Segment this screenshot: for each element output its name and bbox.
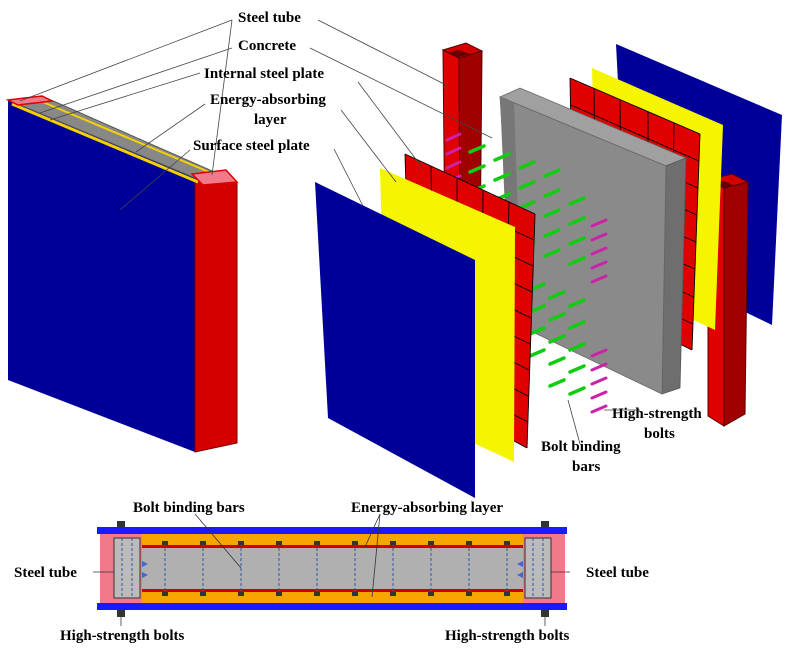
label-internal-steel-plate: Internal steel plate xyxy=(204,66,324,82)
section-leader-lines xyxy=(93,513,570,626)
section-bottom-surface-plate xyxy=(97,603,567,610)
label-energy-absorbing-2: layer xyxy=(254,112,287,128)
section-label-energy-absorbing-layer: Energy-absorbing layer xyxy=(351,500,503,516)
label-concrete: Concrete xyxy=(238,38,296,54)
cross-section xyxy=(97,521,567,617)
section-bolt-binding-bars xyxy=(121,538,544,598)
label-surface-steel-plate: Surface steel plate xyxy=(193,138,310,154)
section-high-strength-bolts xyxy=(117,521,549,617)
assembled-surface-plate xyxy=(8,100,195,452)
assembled-wall xyxy=(5,95,239,453)
assembled-steel-tube-side xyxy=(194,177,238,453)
section-label-bolts-right: High-strength bolts xyxy=(445,628,569,644)
assembled-top-tube-right xyxy=(190,169,239,186)
section-label-steel-tube-right: Steel tube xyxy=(586,565,649,581)
high-strength-bolts xyxy=(445,132,608,414)
section-label-bolt-binding-bars: Bolt binding bars xyxy=(133,500,245,516)
assembled-top-energy-layer xyxy=(11,102,199,184)
section-label-steel-tube-left: Steel tube xyxy=(14,565,77,581)
assembled-top-energy-layer-back xyxy=(37,99,229,181)
section-top-surface-plate xyxy=(97,527,567,534)
label-high-strength-2: bolts xyxy=(644,426,675,442)
label-bolt-binding-1: Bolt binding xyxy=(541,439,621,455)
front-surface-plate xyxy=(315,182,475,498)
label-steel-tube: Steel tube xyxy=(238,10,301,26)
leader-lines xyxy=(19,19,640,445)
label-bolt-binding-2: bars xyxy=(572,459,601,475)
section-label-bolts-left: High-strength bolts xyxy=(60,628,184,644)
exploded-view xyxy=(315,42,782,498)
label-high-strength-1: High-strength xyxy=(612,406,702,422)
label-energy-absorbing-1: Energy-absorbing xyxy=(210,92,326,108)
section-concrete xyxy=(142,548,523,589)
